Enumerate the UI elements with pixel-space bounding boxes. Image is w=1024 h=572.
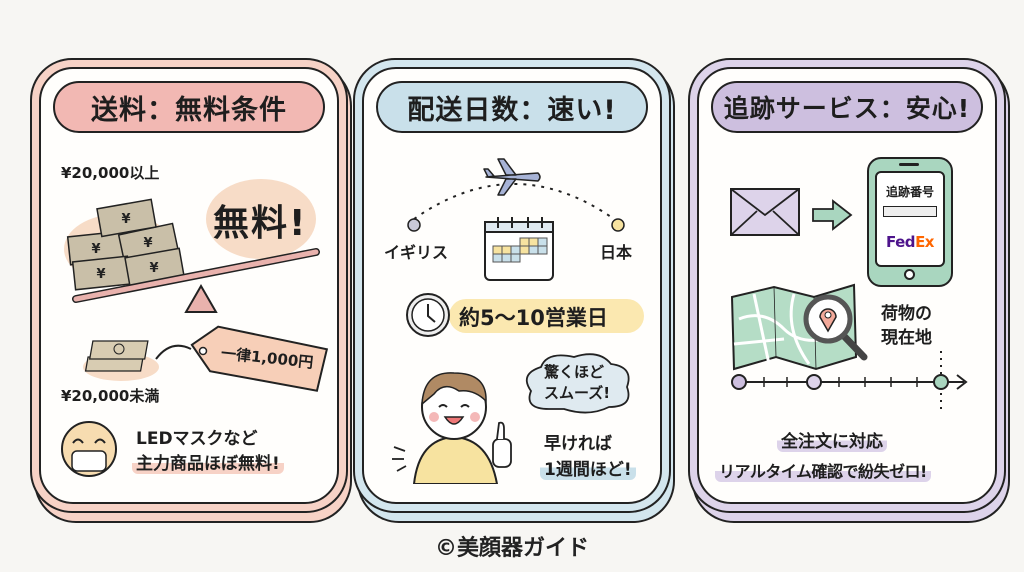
price-tag-icon [155, 325, 329, 392]
bubble-line2: スムーズ! [544, 384, 611, 402]
clock-icon [406, 293, 450, 337]
map-search-icon [730, 283, 868, 371]
all-orders-text: 全注文に対応 [777, 427, 887, 452]
thought-bubble-icon [525, 353, 630, 414]
seesaw-icon [72, 248, 320, 313]
realtime-text: リアルタイム確認で紛失ゼロ! [715, 458, 931, 482]
card-frame: 配送日数：速い! イギリス 日本 [353, 58, 671, 513]
svg-text:¥: ¥ [143, 236, 152, 251]
mask-face-icon [61, 421, 117, 477]
svg-text:¥: ¥ [149, 261, 158, 276]
svg-text:¥: ¥ [121, 212, 130, 227]
fast-line1: 早ければ [544, 434, 612, 454]
card-title: 送料：無料条件 [53, 81, 325, 133]
bubble-line1: 驚くほど [544, 363, 605, 381]
note-line1: LEDマスクなど [136, 429, 258, 449]
envelope-icon [730, 188, 800, 236]
note-line2: 主力商品ほぼ無料! [132, 449, 284, 474]
duration-text: 約5〜10営業日 [459, 306, 608, 330]
destination-label: 日本 [600, 243, 633, 262]
card-delivery-days: 配送日数：速い! イギリス 日本 [353, 58, 675, 523]
calendar-icon [484, 217, 554, 281]
money-stack-icon: ¥ ¥ ¥ ¥ ¥ [64, 198, 185, 291]
card-title: 配送日数：速い! [376, 81, 648, 133]
card-frame: 追跡サービス：安心! 追跡番号 FedEx [688, 58, 1006, 513]
happy-boy-icon [392, 372, 512, 484]
location-line1: 荷物の [881, 304, 932, 324]
bills-icon [83, 340, 159, 381]
fedex-logo-fed: Fed [886, 233, 916, 251]
fast-line2: 1週間ほど! [540, 455, 636, 480]
fedex-logo: FedEx [877, 233, 943, 251]
phone-speaker [899, 163, 919, 166]
svg-text:¥: ¥ [96, 267, 105, 282]
card-body: 配送日数：速い! イギリス 日本 [362, 67, 662, 504]
tracking-number-label: 追跡番号 [885, 185, 934, 199]
card-body: 追跡サービス：安心! 追跡番号 FedEx [697, 67, 997, 504]
flight-path-icon [407, 183, 625, 232]
arrow-right-icon [812, 199, 853, 231]
origin-label: イギリス [384, 243, 449, 262]
card-tracking: 追跡サービス：安心! 追跡番号 FedEx [688, 58, 1010, 523]
card-shipping-cost: 送料：無料条件 ¥20,000以上 ¥ ¥ ¥ ¥ ¥ 無料! [30, 58, 352, 523]
free-badge: 無料! [213, 203, 308, 244]
tracking-number-input[interactable] [883, 206, 937, 217]
card-body: 送料：無料条件 ¥20,000以上 ¥ ¥ ¥ ¥ ¥ 無料! [39, 67, 339, 504]
duration-highlight [449, 299, 644, 333]
phone-screen: 追跡番号 FedEx [875, 171, 945, 267]
phone-home-button [904, 269, 915, 280]
tracking-timeline-icon [731, 351, 968, 413]
threshold-label: ¥20,000以上 [61, 164, 160, 182]
card-title: 追跡サービス：安心! [711, 81, 983, 133]
location-line2: 現在地 [881, 328, 932, 348]
under-label: ¥20,000未満 [61, 387, 160, 405]
airplane-icon [483, 158, 541, 196]
free-badge-bg [206, 179, 316, 259]
fedex-logo-ex: Ex [915, 233, 934, 251]
svg-text:¥: ¥ [91, 242, 100, 257]
card-frame: 送料：無料条件 ¥20,000以上 ¥ ¥ ¥ ¥ ¥ 無料! [30, 58, 348, 513]
footer-copyright: ©美顔器ガイド [434, 536, 589, 561]
phone-icon: 追跡番号 FedEx [867, 157, 953, 287]
